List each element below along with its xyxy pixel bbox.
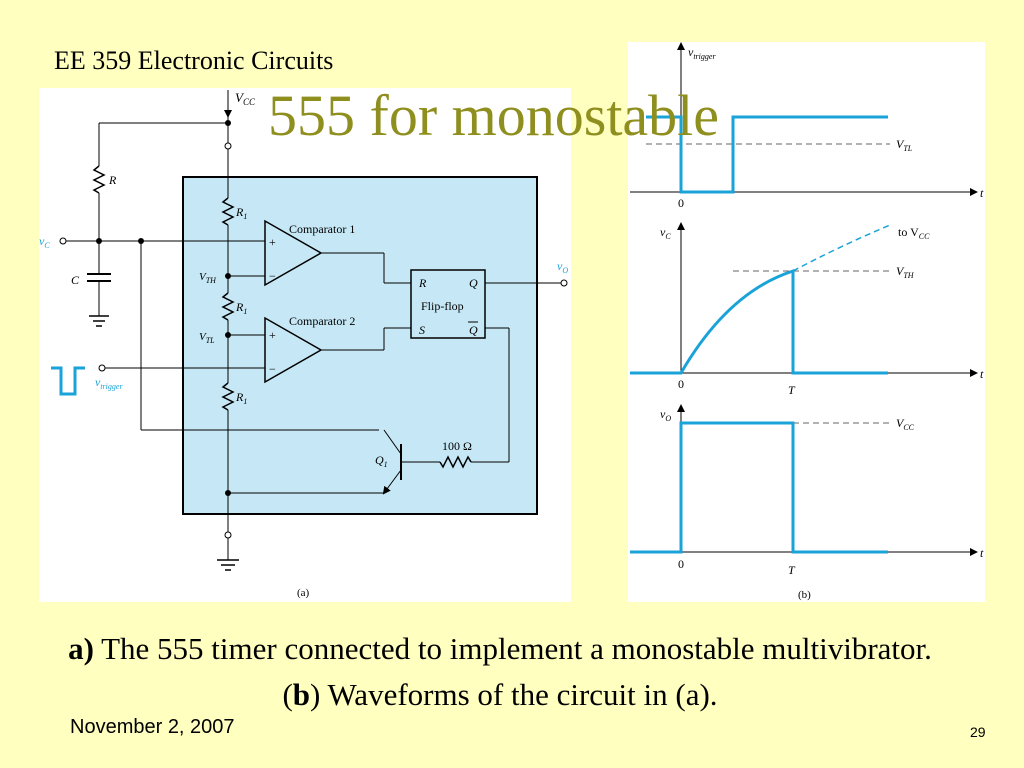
svg-text:Q1: Q1	[375, 453, 388, 469]
svg-text:0: 0	[678, 377, 684, 391]
r1-top-resistor	[221, 197, 235, 226]
svg-text:VTH: VTH	[896, 264, 915, 280]
svg-text:vO: vO	[660, 407, 671, 423]
resistor-100-ohm	[439, 455, 472, 469]
svg-text:100 Ω: 100 Ω	[442, 439, 472, 453]
course-title: EE 359 Electronic Circuits	[54, 46, 334, 75]
svg-text:Comparator 1: Comparator 1	[289, 222, 355, 236]
svg-text:t: t	[980, 546, 984, 560]
svg-text:Comparator 2: Comparator 2	[289, 314, 355, 328]
svg-text:+: +	[269, 235, 276, 249]
svg-text:0: 0	[678, 196, 684, 210]
svg-text:T: T	[788, 383, 796, 397]
svg-text:to VCC: to VCC	[898, 225, 930, 241]
svg-text:t: t	[980, 186, 984, 200]
chip-body	[182, 176, 538, 515]
svg-text:Flip-flop: Flip-flop	[421, 299, 464, 313]
svg-text:Q: Q	[469, 276, 478, 290]
page-number: 29	[970, 724, 986, 740]
svg-text:−: −	[269, 362, 276, 376]
external-resistor-r	[92, 165, 106, 194]
circuit-diagram: VCC R1 VTH R1 VTL R1 R C vC + − Co	[39, 90, 568, 599]
svg-text:vtrigger: vtrigger	[95, 375, 123, 391]
waveforms-panel: vtrigger t 0 VTL vC t 0 T VTH to VCC vO …	[628, 42, 985, 602]
figure-caption: a) The 555 timer connected to implement …	[68, 631, 932, 712]
vo-waveform	[630, 421, 888, 554]
slide-title: 555 for monostable	[268, 83, 720, 148]
footer-date: November 2, 2007	[70, 716, 235, 738]
comparator-2	[264, 316, 323, 384]
svg-text:−: −	[269, 269, 276, 283]
svg-text:VCC: VCC	[896, 416, 915, 432]
svg-text:T: T	[788, 563, 796, 577]
svg-text:VTL: VTL	[199, 331, 215, 345]
svg-text:R: R	[108, 173, 117, 187]
svg-text:+: +	[269, 328, 276, 342]
svg-text:0: 0	[678, 557, 684, 571]
svg-text:S: S	[419, 323, 425, 337]
trigger-pulse-icon	[51, 366, 85, 396]
flip-flop	[410, 269, 486, 339]
svg-text:t: t	[980, 367, 984, 381]
svg-text:R: R	[418, 276, 427, 290]
svg-text:Q: Q	[469, 323, 478, 337]
circuit-panel: VCC R1 VTH R1 VTL R1 R C vC + − Co	[39, 88, 571, 602]
svg-text:vC: vC	[660, 225, 671, 241]
vcc-label: VCC	[235, 90, 256, 107]
svg-text:VTH: VTH	[199, 271, 217, 285]
svg-text:C: C	[71, 273, 80, 287]
svg-text:R1: R1	[235, 390, 247, 406]
vc-input-label: vC	[39, 234, 50, 250]
svg-text:VTL: VTL	[896, 137, 913, 153]
panel-b-label: (b)	[798, 589, 811, 601]
waveform-diagram: vtrigger t 0 VTL vC t 0 T VTH to VCC vO …	[630, 42, 984, 601]
svg-text:R1: R1	[235, 300, 247, 316]
svg-text:vtrigger: vtrigger	[688, 45, 716, 61]
vc-waveform	[630, 268, 888, 375]
comparator-1	[264, 219, 323, 287]
svg-text:R1: R1	[235, 205, 247, 221]
vo-output-label: vO	[557, 259, 568, 275]
panel-a-label: (a)	[297, 587, 310, 599]
trigger-waveform	[646, 115, 888, 194]
